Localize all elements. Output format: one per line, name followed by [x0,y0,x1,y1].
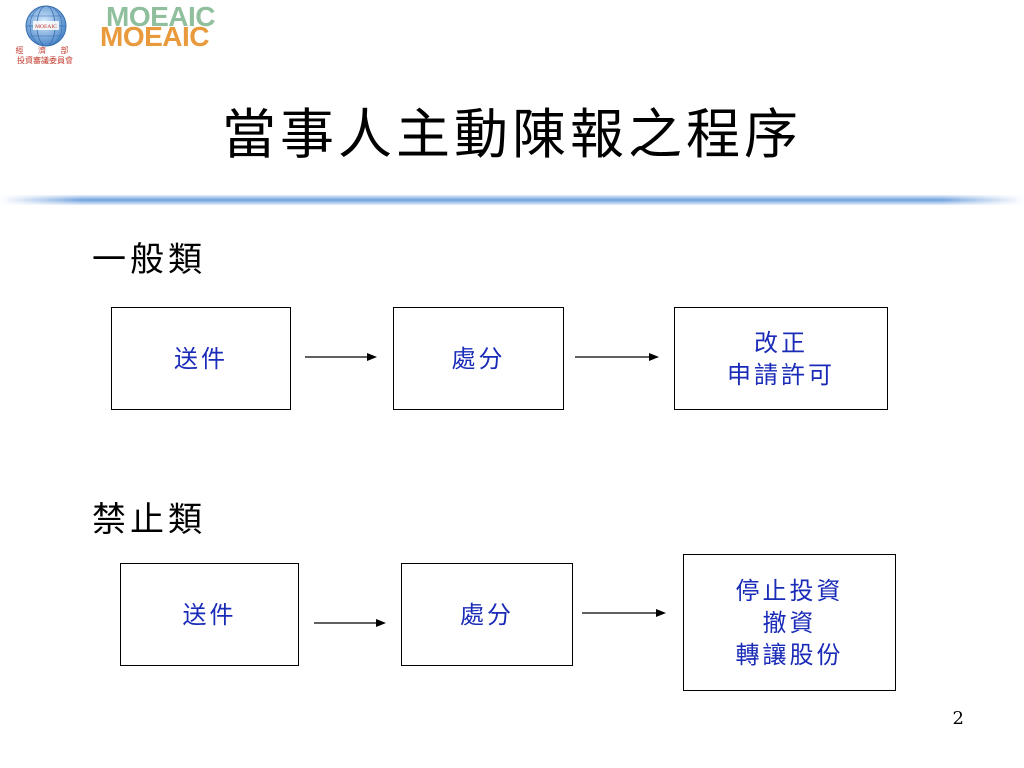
org-name-line2: 投資審議委員會 [17,56,73,65]
step-label: 停止投資 撤資 轉讓股份 [735,576,844,669]
step-label: 送件 [182,600,237,629]
step-label: 處分 [451,344,506,373]
step-label: 送件 [174,344,228,373]
step-label: 改正 申請許可 [727,328,835,389]
step-disposition-prohibited: 處分 [401,563,573,666]
wordmark-shadow: MOEAIC [106,1,216,32]
page-title: 當事人主動陳報之程序 [222,103,802,166]
globe-label: MOEAIC [35,24,57,30]
arrow-right-icon [314,619,386,627]
section-heading-general: 一般類 [92,240,206,280]
step-label: 處分 [460,600,514,629]
arrow-right-icon [575,353,659,361]
wordmark: MOEAIC [100,21,210,52]
section-heading-prohibited: 禁止類 [92,500,206,540]
arrow-right-icon [305,353,377,361]
org-name: 經 濟 部 投資審議委員會 [8,46,82,66]
step-disposition-general: 處分 [393,307,564,410]
arrow-right-icon [582,609,666,617]
step-submit-prohibited: 送件 [120,563,299,666]
page-number: 2 [952,708,964,729]
title-divider [0,195,1024,205]
step-submit-general: 送件 [111,307,291,410]
step-outcome-prohibited: 停止投資 撤資 轉讓股份 [683,554,896,691]
globe-logo-icon: MOEAIC [25,5,67,47]
org-name-line1: 經 濟 部 [15,46,75,55]
step-outcome-general: 改正 申請許可 [674,307,888,410]
